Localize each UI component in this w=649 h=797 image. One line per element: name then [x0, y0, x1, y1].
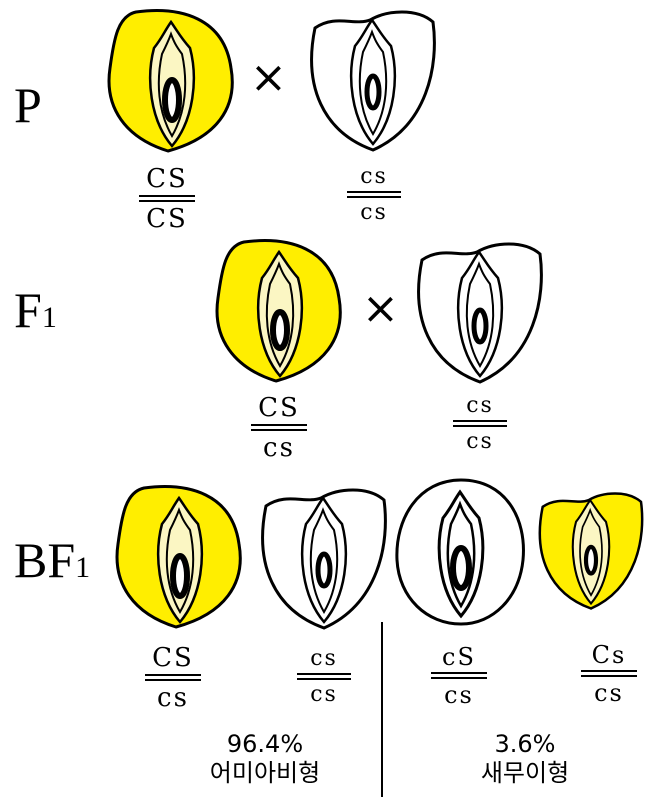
- cross-symbol-f1: ×: [362, 283, 399, 334]
- ratio-recombinant-label: 새무이형: [480, 758, 570, 787]
- kernel-yellow-bf1-1: [115, 485, 242, 629]
- generation-bf1-letters: BF: [14, 532, 76, 588]
- kernel-yellow-bf1-4: [538, 492, 644, 610]
- kernel-yellow-f1-left: [215, 239, 342, 383]
- genotype-top: cS: [442, 643, 476, 671]
- group-divider: [381, 622, 383, 797]
- generation-f1-sub: 1: [41, 301, 57, 334]
- genotype-p-left: CS CS: [132, 166, 202, 232]
- genotype-top: cs: [310, 646, 338, 671]
- generation-f1-letter: F: [14, 282, 42, 338]
- genotype-bottom: cs: [157, 683, 189, 713]
- genotype-bar: [431, 672, 487, 679]
- ratio-recombinant-type: 3.6% 새무이형: [450, 730, 600, 788]
- genotype-top: cs: [466, 393, 494, 418]
- genotype-bottom: cs: [594, 679, 624, 707]
- genotype-top: CS: [146, 164, 188, 194]
- genotype-bar: [139, 195, 195, 202]
- genotype-bottom: cs: [310, 682, 338, 707]
- genotype-top: Cs: [591, 641, 627, 669]
- generation-label-f1: F1: [14, 285, 57, 335]
- kernel-white-p-right: [310, 10, 436, 152]
- genotype-bf1-3: cS cs: [424, 645, 494, 707]
- genotype-p-right: cs cs: [342, 166, 406, 224]
- genotype-top: CS: [258, 393, 300, 423]
- genotype-bottom: cs: [360, 200, 388, 225]
- cross-symbol-p: ×: [250, 52, 287, 103]
- generation-p-text: P: [14, 77, 42, 133]
- kernel-white-f1-right: [417, 242, 543, 384]
- kernel-white-bf1-3: [395, 478, 525, 626]
- genotype-top: cs: [360, 164, 388, 189]
- genotype-bottom: cs: [263, 433, 295, 463]
- genotype-bar: [581, 670, 637, 677]
- genotype-top: CS: [152, 643, 194, 673]
- genotype-bar: [453, 420, 507, 427]
- genotype-bar: [297, 673, 351, 680]
- kernel-white-bf1-2: [261, 488, 387, 630]
- genotype-bar: [251, 424, 307, 431]
- generation-bf1-sub: 1: [75, 551, 91, 584]
- genotype-f1-right: cs cs: [448, 395, 512, 453]
- generation-label-p: P: [14, 80, 42, 130]
- genotype-bottom: cs: [466, 429, 494, 454]
- genotype-bar: [145, 674, 201, 681]
- ratio-parental-percent: 96.4%: [226, 730, 304, 758]
- ratio-recombinant-percent: 3.6%: [494, 730, 556, 758]
- genotype-bf1-4: Cs cs: [574, 643, 644, 705]
- ratio-parental-label: 어미아비형: [209, 758, 321, 787]
- genotype-bf1-1: CS cs: [138, 645, 208, 711]
- genotype-bottom: CS: [146, 204, 188, 234]
- genotype-bar: [347, 191, 401, 198]
- genotype-f1-left: CS cs: [244, 395, 314, 461]
- kernel-yellow-p-left: [107, 9, 234, 153]
- genotype-bf1-2: cs cs: [292, 648, 356, 706]
- generation-label-bf1: BF1: [14, 535, 90, 585]
- ratio-parental-type: 96.4% 어미아비형: [180, 730, 350, 788]
- genotype-bottom: cs: [444, 681, 474, 709]
